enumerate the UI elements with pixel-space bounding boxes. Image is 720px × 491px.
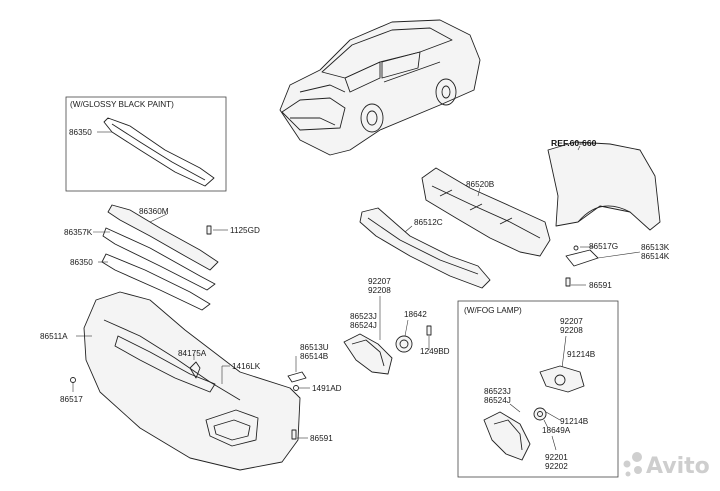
absorber-group: 86520B [421, 167, 551, 257]
fog-lamp-box: (W/FOG LAMP) 92207 92208 91214B 86523J 8… [457, 300, 619, 478]
avito-watermark: Avito [623, 452, 710, 479]
label-1491AD: 1491AD [312, 384, 342, 393]
fender-group: REF.60-660 86517G 86513K 86514K 86591 [547, 138, 670, 290]
label-91214B-b: 91214B [560, 417, 589, 426]
label-86357K: 86357K [64, 228, 93, 237]
label-86360M: 86360M [139, 207, 169, 216]
label-86513U: 86513U [300, 343, 329, 352]
watermark-text: Avito [646, 454, 710, 479]
label-1249BD: 1249BD [420, 347, 450, 356]
label-86512C: 86512C [414, 218, 443, 227]
fog-box-title: (W/FOG LAMP) [464, 306, 522, 315]
label-86591-right: 86591 [589, 281, 612, 290]
ref-label: REF.60-660 [551, 138, 597, 148]
label-86520B: 86520B [466, 180, 495, 189]
center-small-parts: 86513U 86514B 1491AD 86591 [287, 343, 342, 443]
upper-grille-group: 86360M 86357K 86350 1125GD [64, 204, 260, 311]
label-86517: 86517 [60, 395, 83, 404]
label-92208-b: 92208 [560, 326, 583, 335]
label-86513K: 86513K [641, 243, 670, 252]
lower-grille-group: 86512C [359, 207, 491, 289]
label-1416LK: 1416LK [232, 362, 261, 371]
label-86350-top: 86350 [69, 128, 92, 137]
label-86524J-a: 86524J [350, 321, 377, 330]
label-86524J-b: 86524J [484, 396, 511, 405]
label-18642: 18642 [404, 310, 427, 319]
label-86523J-a: 86523J [350, 312, 377, 321]
front-bumper-group: 86511A 86517 84175A 1416LK [40, 291, 301, 471]
label-92202: 92202 [545, 462, 568, 471]
label-86517G: 86517G [589, 242, 618, 251]
label-86511A: 86511A [40, 332, 68, 341]
glossy-black-box: (W/GLOSSY BLACK PAINT) 86350 [65, 96, 227, 192]
label-92207-b: 92207 [560, 317, 583, 326]
car-illustration [279, 19, 481, 156]
label-91214B-a: 91214B [567, 350, 596, 359]
label-92208-a: 92208 [368, 286, 391, 295]
label-84175A: 84175A [178, 349, 207, 358]
label-1125GD: 1125GD [230, 226, 260, 235]
label-86591-bottom: 86591 [310, 434, 333, 443]
label-86514K: 86514K [641, 252, 670, 261]
label-86350-mid: 86350 [70, 258, 93, 267]
label-86523J-b: 86523J [484, 387, 511, 396]
label-92201: 92201 [545, 453, 568, 462]
label-86514B: 86514B [300, 352, 329, 361]
label-92207-a: 92207 [368, 277, 391, 286]
glossy-box-title: (W/GLOSSY BLACK PAINT) [70, 100, 174, 109]
label-18649A: 18649A [542, 426, 571, 435]
fog-cover-group: 92207 92208 86523J 86524J 18642 1249BD [343, 277, 450, 375]
